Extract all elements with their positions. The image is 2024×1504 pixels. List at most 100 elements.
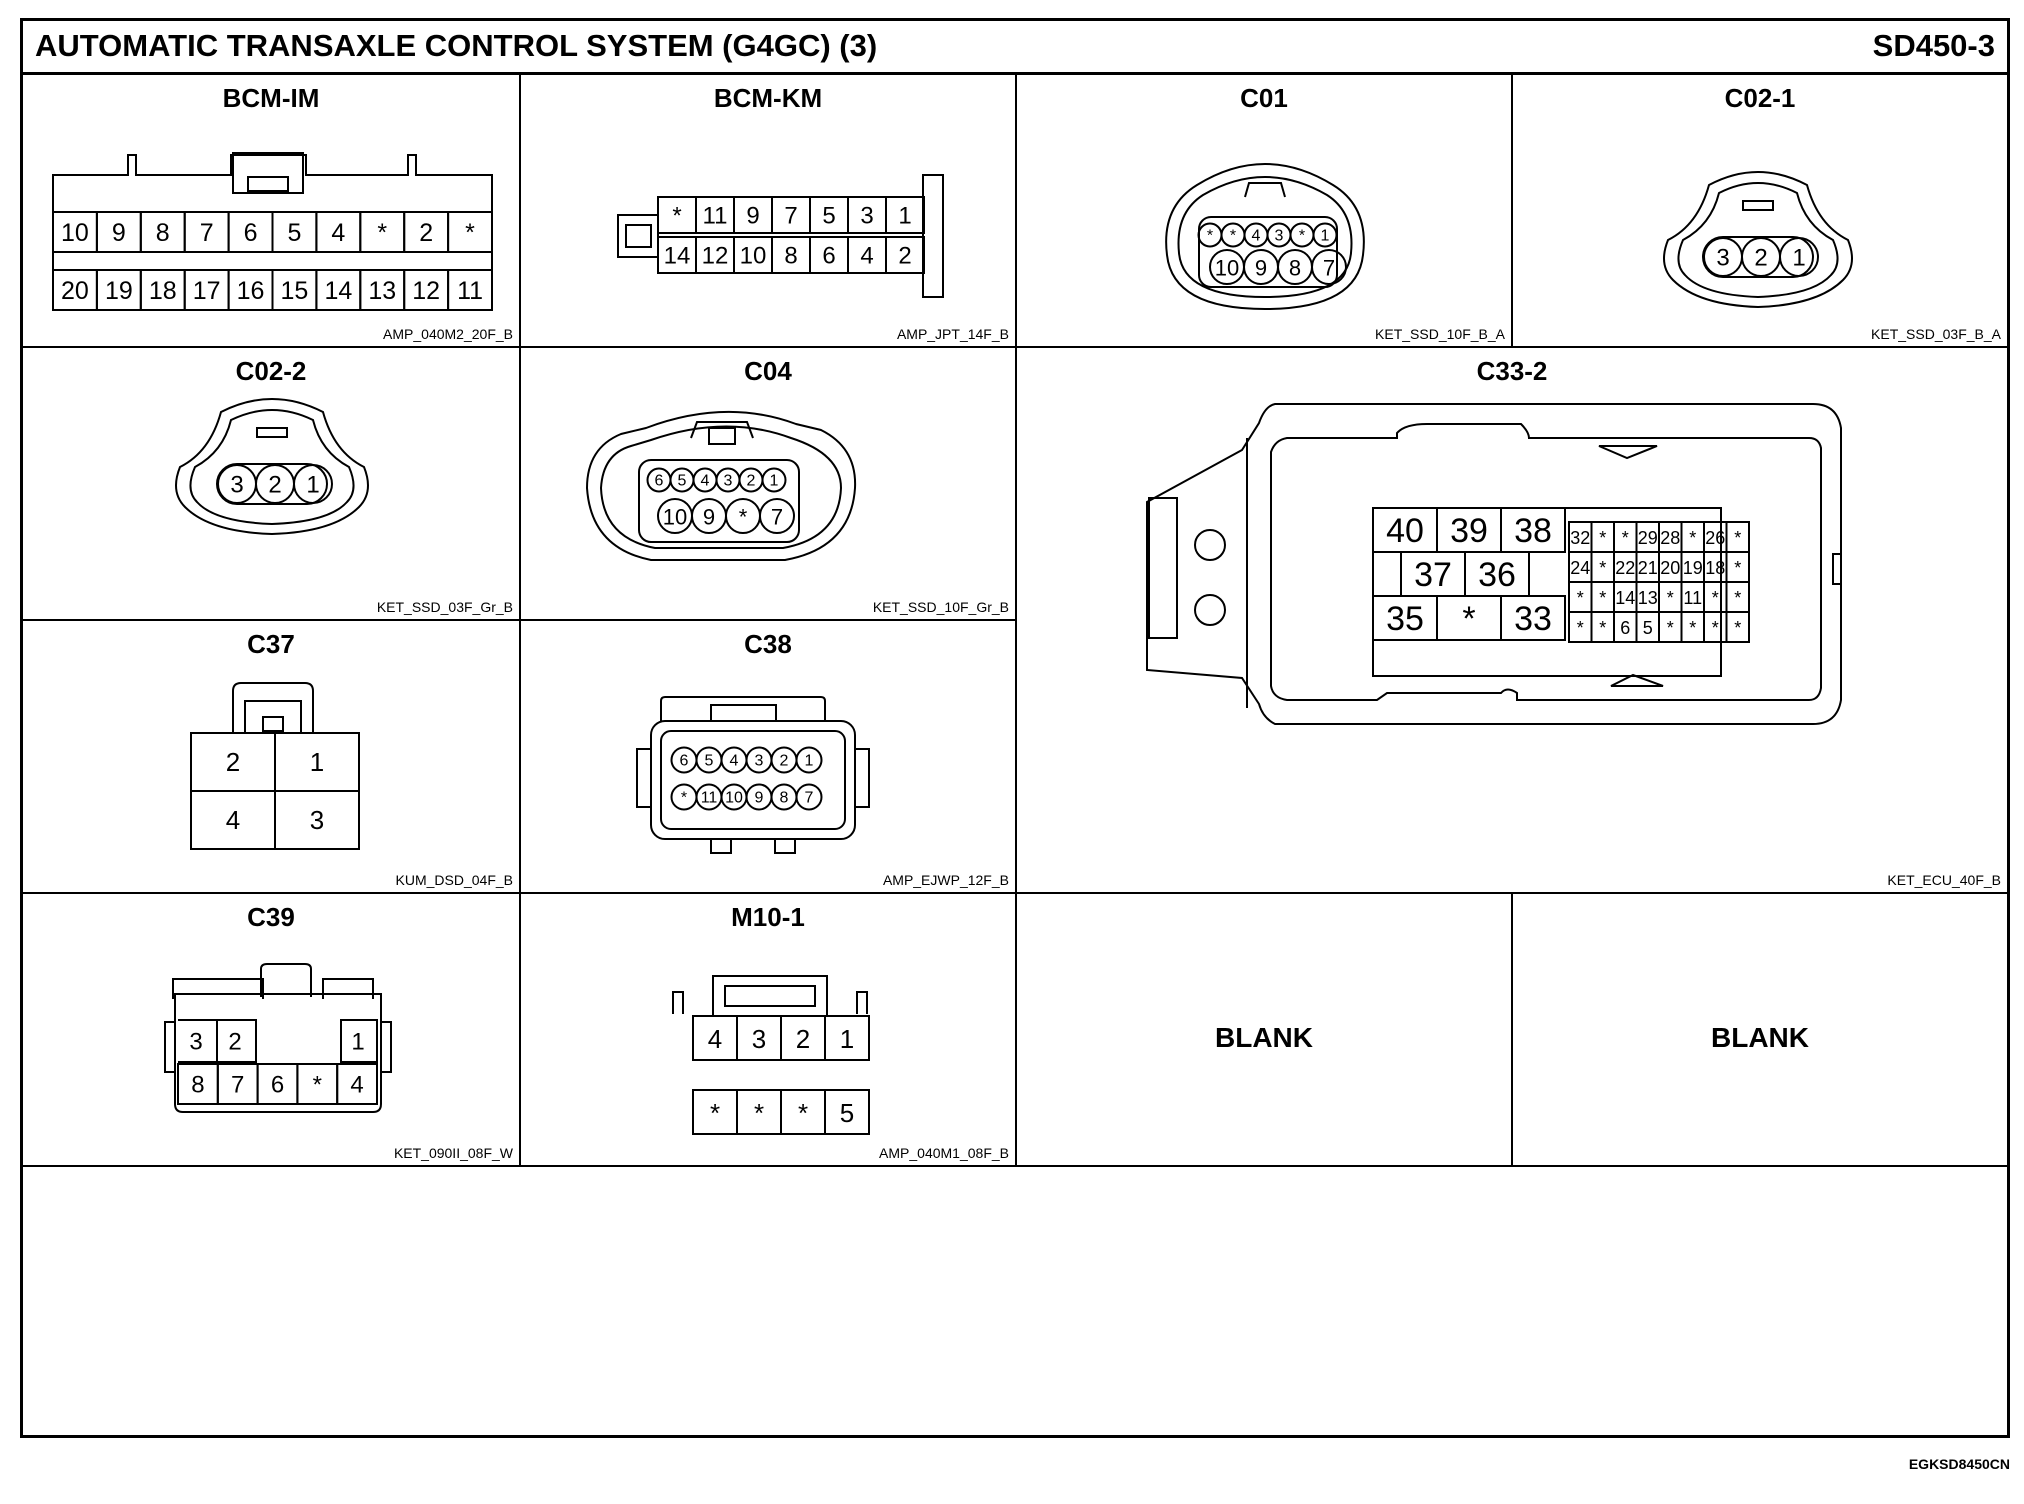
latch-tab — [247, 176, 289, 192]
connector-outline — [1165, 163, 1365, 311]
pin-label: 3 — [1275, 228, 1284, 245]
pin-cell — [274, 790, 360, 850]
pin-label: 4 — [350, 1072, 363, 1099]
pin-label: 9 — [755, 790, 764, 807]
pin-label: 16 — [237, 277, 265, 305]
blank-cell-2: BLANK — [1513, 894, 2007, 1167]
connector-ref: KET_SSD_10F_B_A — [1375, 326, 1505, 342]
pin-circle — [1779, 237, 1819, 277]
pin-label: 7 — [784, 203, 797, 230]
connector-inner — [599, 425, 843, 549]
pin-label: 6 — [822, 243, 835, 270]
pin-label: 1 — [1321, 228, 1330, 245]
pin-label: 12 — [702, 243, 729, 270]
pin-label: 4 — [860, 243, 873, 270]
connector-end — [922, 174, 944, 298]
connector-name: C33-2 — [1476, 356, 1548, 386]
pin-label: 11 — [1683, 588, 1702, 608]
pin-label: 1 — [805, 753, 814, 770]
pin-label: 3 — [860, 203, 873, 230]
connector-name: C38 — [744, 629, 792, 659]
pin-label: * — [1599, 558, 1606, 578]
pin-cell — [885, 196, 925, 234]
pin-label: 2 — [796, 1024, 810, 1054]
pin-label: 8 — [784, 243, 797, 270]
pin-label: 7 — [1323, 256, 1335, 281]
pin-label: 35 — [1386, 600, 1424, 638]
pin-label: 13 — [1638, 588, 1658, 608]
latch — [172, 978, 264, 999]
pin-label: 9 — [746, 203, 759, 230]
pin-label: * — [1712, 618, 1719, 638]
connector-ref: KUM_DSD_04F_B — [395, 872, 514, 888]
pin-label: * — [672, 203, 681, 230]
pin-block — [638, 459, 800, 543]
pin-label: 14 — [324, 277, 352, 305]
pin-label: 24 — [1570, 558, 1590, 578]
connector-outline — [585, 410, 857, 561]
connector-ref: KET_SSD_03F_B_A — [1871, 326, 2001, 342]
pin-label: 10 — [61, 219, 89, 247]
pin-circle — [1311, 249, 1347, 285]
feet — [710, 839, 796, 854]
connector-ref: AMP_JPT_14F_B — [896, 326, 1009, 342]
pin-label: 14 — [1615, 588, 1635, 608]
pin-label: 18 — [1705, 558, 1725, 578]
pin-label: 21 — [1638, 558, 1658, 578]
pin-label: 1 — [898, 203, 911, 230]
pin-label: 2 — [1754, 245, 1767, 272]
latch — [660, 696, 826, 721]
connector-name: C02-1 — [1724, 83, 1796, 113]
latch-inner — [244, 700, 302, 733]
pin-label: * — [1577, 588, 1584, 608]
pin-label: 8 — [156, 219, 170, 247]
pin-label: * — [1734, 588, 1741, 608]
connector-inner — [1677, 182, 1839, 299]
pin-cell — [824, 1089, 870, 1135]
latch — [232, 152, 304, 194]
pin-label: 28 — [1660, 528, 1680, 548]
pin-label: 26 — [1705, 528, 1725, 548]
connector-ref: KET_SSD_10F_Gr_B — [872, 599, 1009, 615]
connector-inner — [660, 730, 846, 830]
pin-label: 6 — [1620, 618, 1630, 638]
connector-name: BCM-IM — [222, 83, 320, 113]
pin-cell — [447, 269, 494, 311]
pin-label: * — [313, 1072, 322, 1099]
pin-label: * — [754, 1098, 764, 1128]
pin-label: 5 — [822, 203, 835, 230]
pin-label: * — [1599, 528, 1606, 548]
pin-label: 7 — [805, 790, 814, 807]
pin-label: 19 — [105, 277, 133, 305]
pin-circle — [1312, 222, 1338, 248]
connector-outline — [650, 720, 856, 840]
side-tab — [1832, 553, 1842, 585]
pin-label: 2 — [898, 243, 911, 270]
pin-label: * — [1689, 618, 1696, 638]
key-slot — [256, 427, 288, 438]
connector-name: C39 — [247, 902, 295, 932]
pin-label: 20 — [1660, 558, 1680, 578]
mount-ear — [1148, 497, 1178, 639]
pin-label: 3 — [752, 1024, 766, 1054]
pin-label: * — [1577, 618, 1584, 638]
latch — [232, 682, 314, 733]
pin-label: 4 — [226, 805, 240, 835]
pin-label: * — [798, 1098, 808, 1128]
pin-label: 1 — [310, 747, 324, 777]
diagram-sheet: AUTOMATIC TRANSAXLE CONTROL SYSTEM (G4GC… — [20, 18, 2010, 1438]
latch — [712, 975, 828, 1017]
pin-label: 14 — [664, 243, 691, 270]
connector-ref: AMP_EJWP_12F_B — [882, 872, 1009, 888]
pin-label: * — [1734, 558, 1741, 578]
pin-label: 5 — [287, 219, 301, 247]
page-title: AUTOMATIC TRANSAXLE CONTROL SYSTEM (G4GC… — [35, 28, 878, 63]
footer-code: EGKSD8450CN — [1908, 1456, 2010, 1472]
